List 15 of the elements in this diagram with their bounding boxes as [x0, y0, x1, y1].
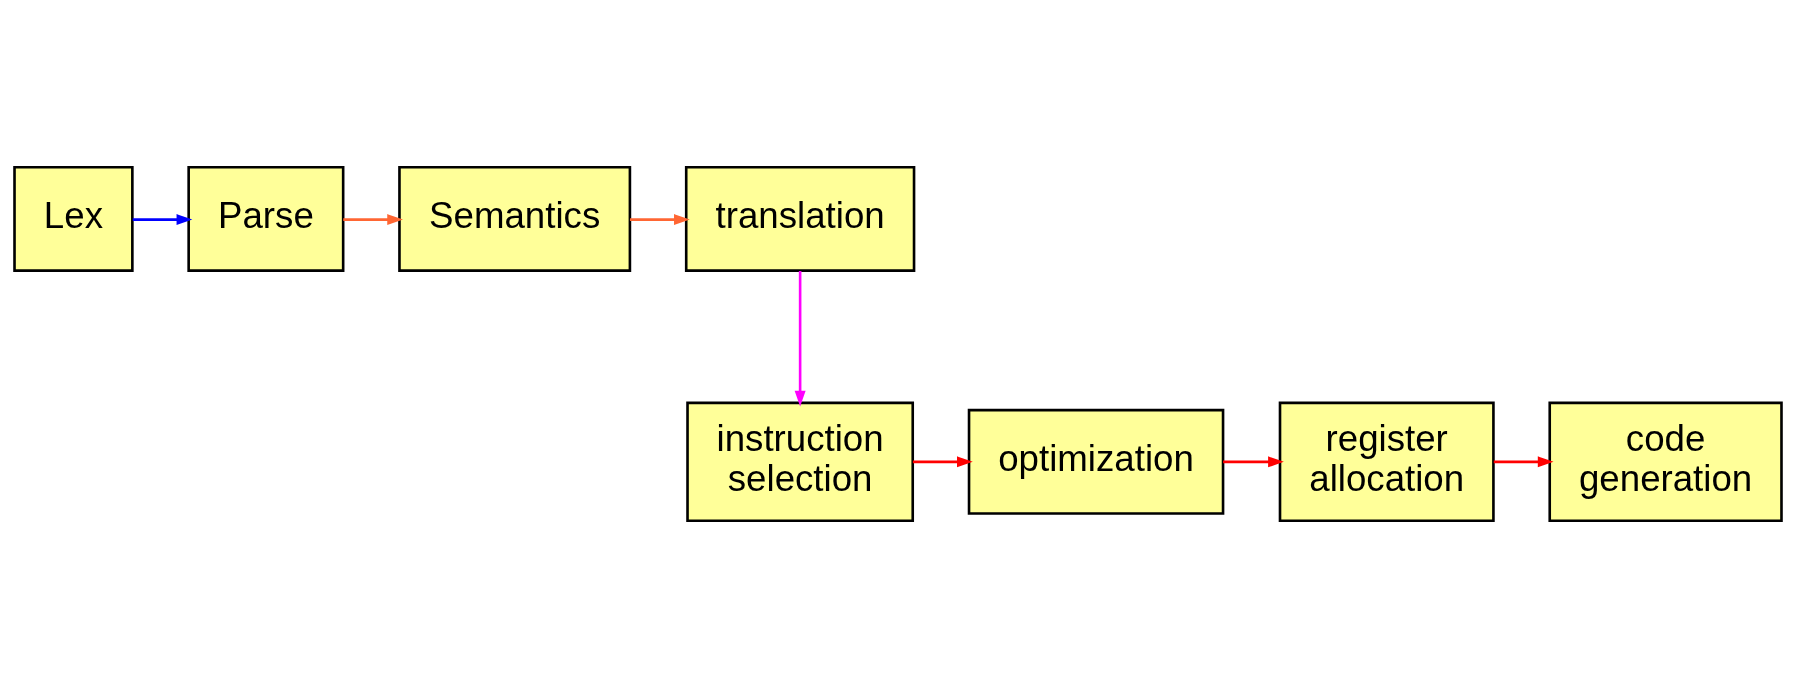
arrow [912, 455, 973, 467]
arrow [1493, 455, 1554, 467]
node-box: code generation [1548, 401, 1783, 522]
node-box: optimization [967, 408, 1225, 515]
node-box: translation [684, 165, 916, 272]
node-box: Lex [13, 165, 134, 272]
node-box: instruction selection [686, 401, 915, 522]
arrow [132, 213, 193, 225]
arrow [343, 213, 403, 225]
node-box: register allocation [1278, 401, 1495, 522]
arrow [629, 213, 690, 225]
node-box: Parse [187, 165, 345, 272]
arrow [794, 270, 806, 407]
node-box: Semantics [398, 165, 632, 272]
arrow [1223, 455, 1284, 467]
